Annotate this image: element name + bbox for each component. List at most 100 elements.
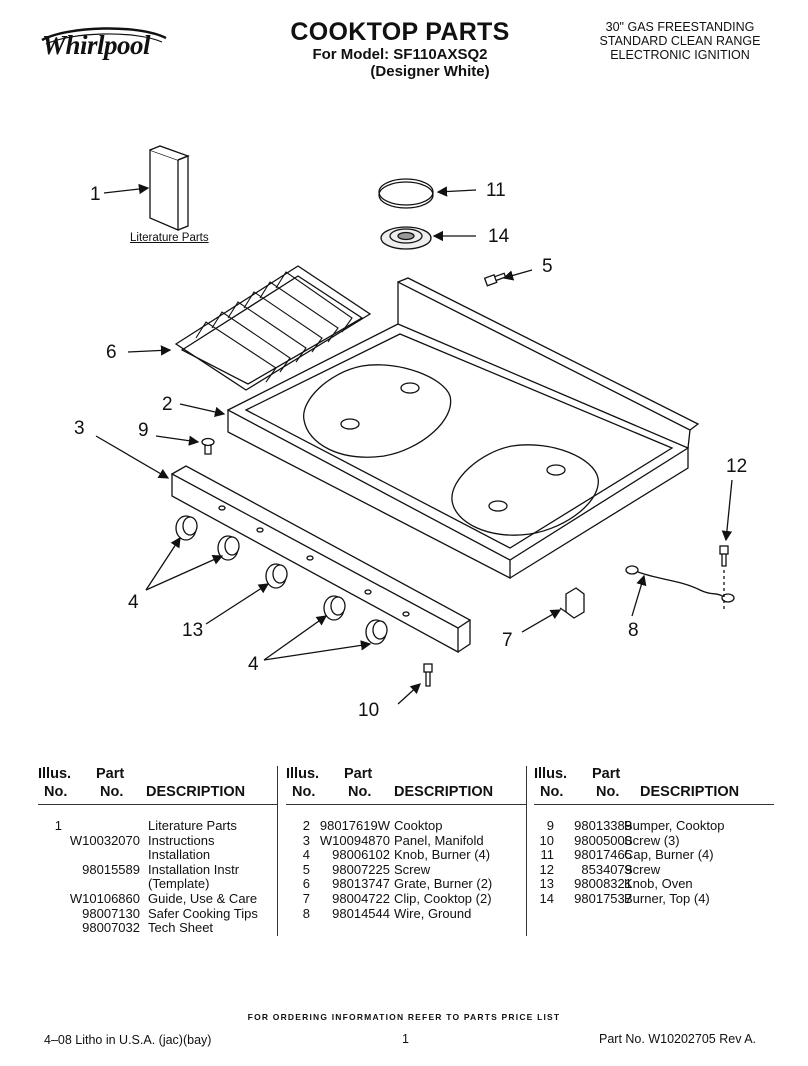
header-illus-no: No.	[292, 784, 316, 800]
illus-number: 11	[540, 847, 555, 863]
document-part-number: Part No. W10202705 Rev A.	[599, 1032, 757, 1046]
callout-11: 11	[486, 180, 506, 201]
header-description: DESCRIPTION	[394, 784, 494, 800]
illus-number: 6	[302, 876, 310, 892]
callout-12: 12	[726, 456, 748, 477]
part-description: Tech Sheet	[148, 920, 214, 936]
header-part-no: No.	[596, 784, 620, 800]
table-row: 98007130 Safer Cooking Tips	[38, 905, 278, 922]
illus-number: 9	[546, 818, 554, 833]
whirlpool-logo: Whirlpool	[38, 24, 170, 68]
part-number: 98014544	[332, 905, 390, 921]
column-divider	[526, 766, 527, 936]
header-description: DESCRIPTION	[640, 784, 740, 800]
part-description: Instructions	[148, 832, 215, 848]
part-number: 98013389	[574, 818, 632, 833]
logo-swoosh-icon	[41, 27, 167, 45]
part-number: W10032070	[69, 832, 140, 848]
part-description: Cap, Burner (4)	[624, 847, 714, 863]
part-description: Grate, Burner (2)	[394, 876, 493, 892]
table-header: Illus. No. Part No. DESCRIPTION	[38, 766, 278, 805]
part-number: 98007130	[82, 905, 140, 921]
part-description: Burner, Top (4)	[624, 890, 710, 906]
part-description: Clip, Cooktop (2)	[394, 890, 492, 906]
exploded-parts-diagram	[95, 145, 735, 705]
ground-wire-icon	[625, 565, 735, 603]
part-description: Cooktop	[394, 818, 443, 833]
part-description: Literature Parts	[148, 818, 237, 833]
column-divider	[277, 766, 278, 936]
burner-icon	[380, 226, 432, 250]
part-description: Knob, Burner (4)	[394, 847, 491, 863]
header-illus-no: No.	[44, 784, 68, 800]
callout-9: 9	[138, 420, 149, 441]
screw-icon	[719, 545, 729, 612]
callout-13: 13	[182, 620, 204, 641]
illus-number: 1	[54, 818, 62, 833]
literature-caption: Literature Parts	[130, 232, 209, 244]
header-description: DESCRIPTION	[146, 784, 246, 800]
table-row: W10032070 Instructions	[38, 832, 278, 849]
part-description: Installation	[148, 847, 211, 863]
knob-icon	[175, 515, 388, 645]
header-part-no: No.	[348, 784, 372, 800]
header-part: Part	[592, 766, 621, 782]
part-number: 98005000	[574, 832, 632, 848]
part-number: 98013747	[332, 876, 390, 892]
part-number: 98015589	[82, 861, 140, 877]
part-description: Screw	[624, 861, 661, 877]
callout-8: 8	[628, 620, 639, 641]
screw-icon	[423, 663, 433, 687]
illus-number: 3	[302, 832, 310, 848]
part-description: Screw	[394, 861, 431, 877]
table-header: Illus. No. Part No. DESCRIPTION	[286, 766, 526, 805]
model-line: For Model: SF110AXSQ2	[312, 46, 488, 63]
part-description: Bumper, Cooktop	[624, 818, 725, 833]
model-color: (Designer White)	[370, 63, 490, 80]
logo-wordmark: Whirlpool	[42, 30, 151, 60]
part-description: Safer Cooking Tips	[148, 905, 258, 921]
illus-number: 13	[539, 876, 554, 892]
cooktop-icon	[226, 277, 700, 580]
header-part-no: No.	[100, 784, 124, 800]
part-number: W10106860	[69, 890, 140, 906]
part-number: 98006102	[332, 847, 390, 863]
litho-info: 4–08 Litho in U.S.A. (jac)(bay)	[44, 1033, 212, 1047]
range-description: 30" GAS FREESTANDING STANDARD CLEAN RANG…	[580, 20, 780, 62]
screw-icon	[483, 272, 507, 287]
callout-6: 6	[106, 342, 117, 363]
header-illus: Illus.	[286, 766, 320, 782]
callout-1: 1	[90, 184, 101, 205]
part-number: 98004722	[332, 890, 390, 906]
part-number: 98008321	[574, 876, 632, 892]
part-description: Installation Instr	[148, 861, 240, 877]
illus-number: 14	[539, 890, 554, 906]
illus-number: 2	[302, 818, 310, 833]
range-line: 30" GAS FREESTANDING	[605, 20, 755, 34]
part-description: Screw (3)	[624, 832, 680, 848]
table-row: Installation	[38, 848, 278, 863]
header-illus: Illus.	[38, 766, 72, 782]
bumper-icon	[201, 437, 215, 455]
callout-4: 4	[128, 592, 139, 613]
part-description: Wire, Ground	[394, 905, 472, 921]
callout-10: 10	[358, 700, 380, 721]
callout-2: 2	[162, 394, 173, 415]
part-number: 98017619W	[319, 818, 390, 833]
illus-number: 5	[302, 861, 310, 877]
part-number: 98017537	[574, 890, 632, 906]
